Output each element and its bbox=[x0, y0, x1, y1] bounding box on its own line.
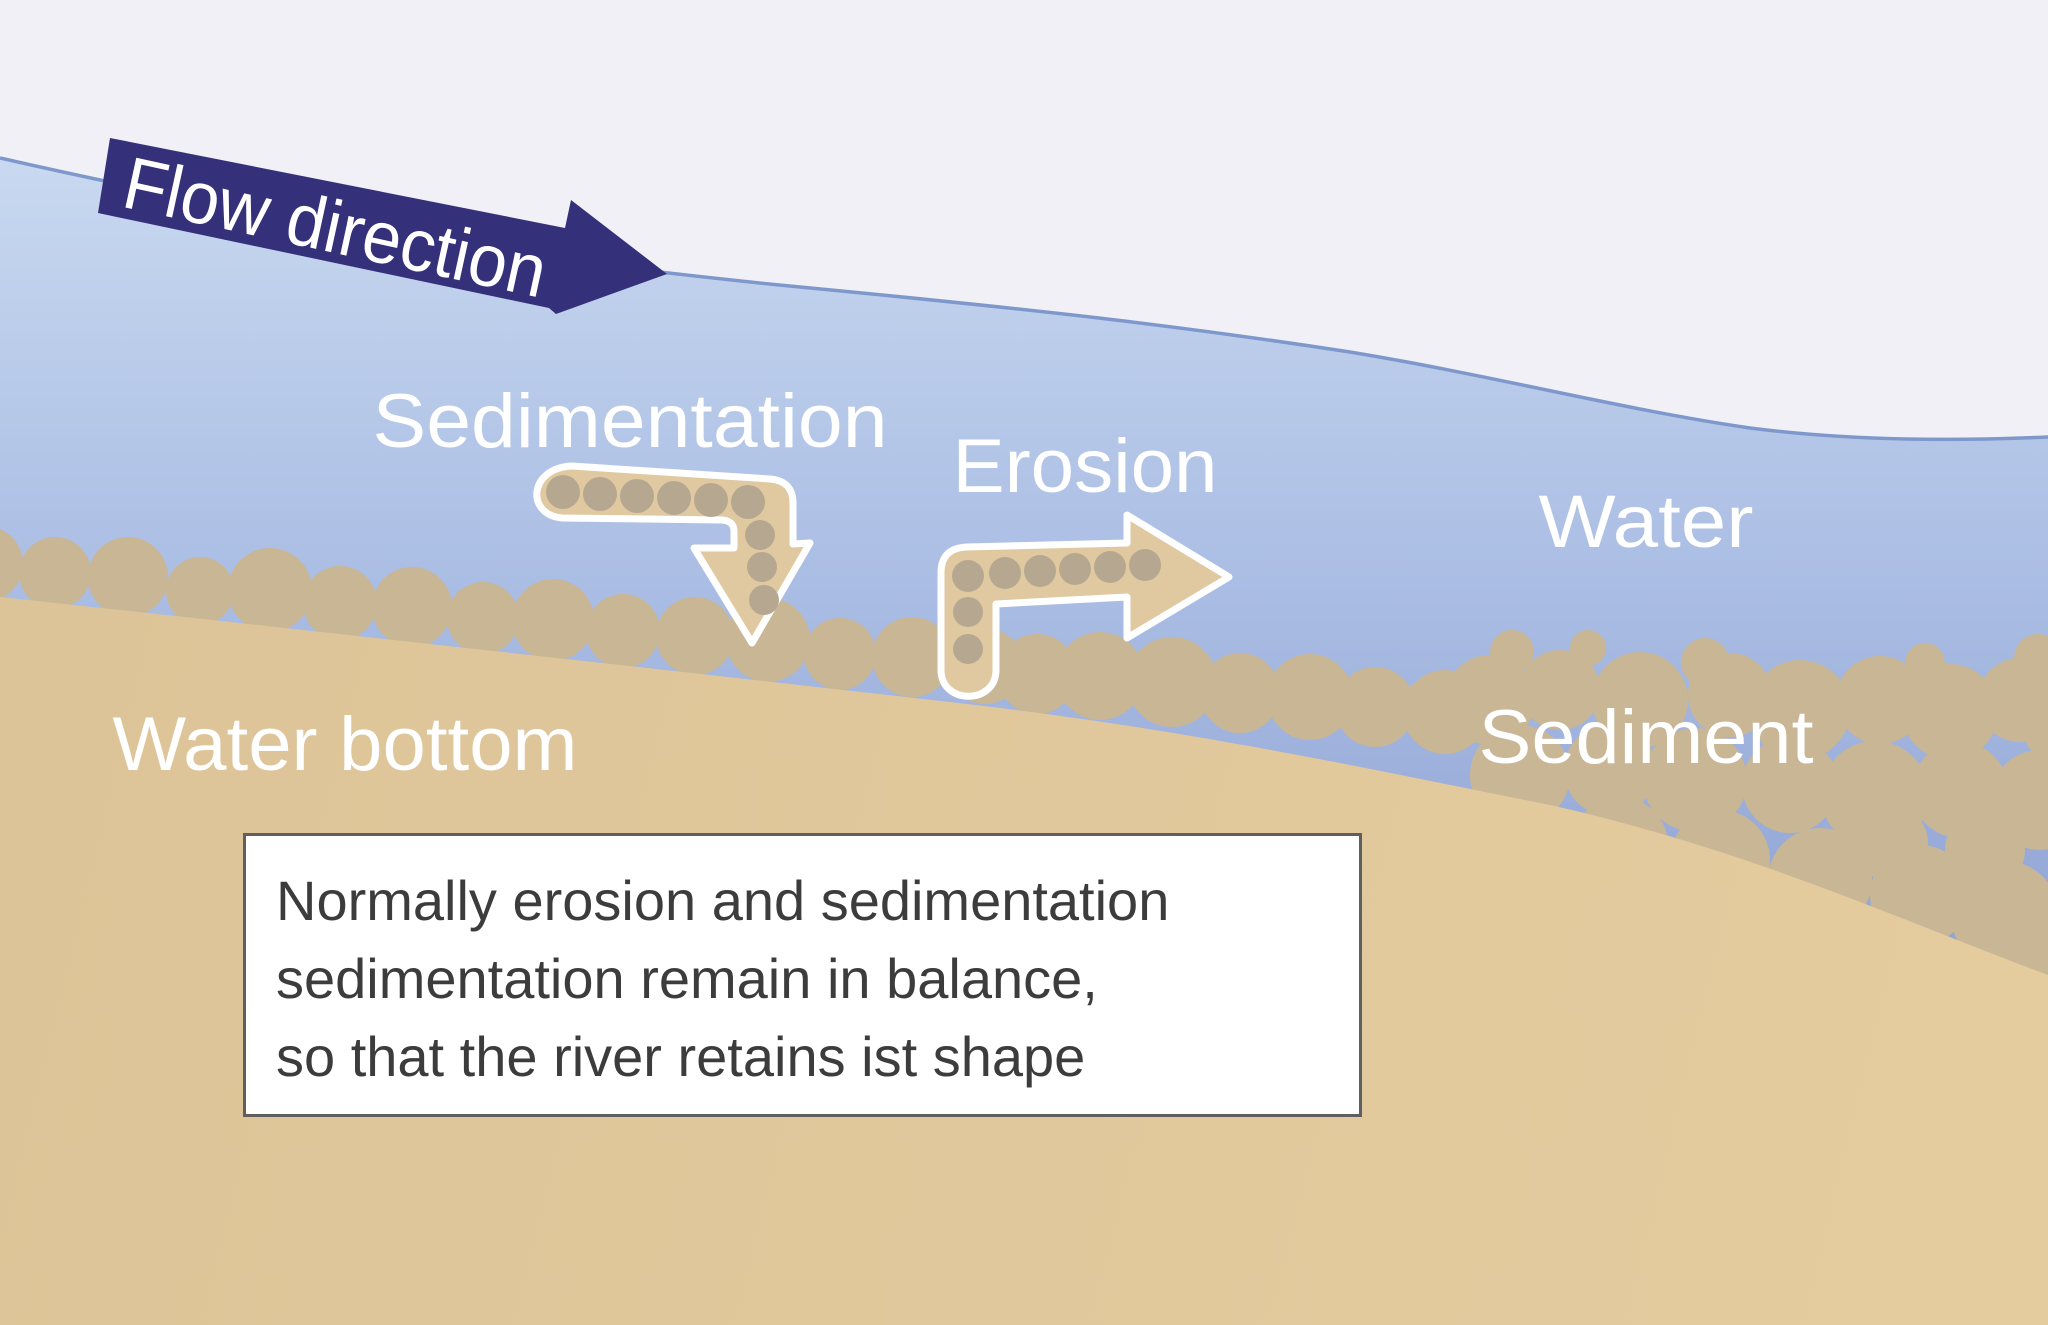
explanation-line: Normally erosion and sedimentation bbox=[276, 869, 1170, 932]
water-label: Water bbox=[1539, 480, 1754, 563]
sedimentation-arrow-dots bbox=[546, 475, 779, 615]
erosion-label: Erosion bbox=[953, 424, 1218, 509]
explanation-box: Normally erosion and sedimentation sedim… bbox=[243, 833, 1362, 1117]
sediment-label: Sediment bbox=[1479, 695, 1814, 780]
explanation-line: sedimentation remain in balance, bbox=[276, 947, 1098, 1010]
water-bottom-label: Water bottom bbox=[113, 702, 578, 787]
explanation-line: so that the river retains ist shape bbox=[276, 1025, 1086, 1088]
erosion-arrow-dots bbox=[952, 549, 1161, 664]
sedimentation-label: Sedimentation bbox=[373, 379, 888, 464]
erosion-arrow bbox=[937, 511, 1233, 700]
sedimentation-arrow bbox=[533, 462, 814, 647]
